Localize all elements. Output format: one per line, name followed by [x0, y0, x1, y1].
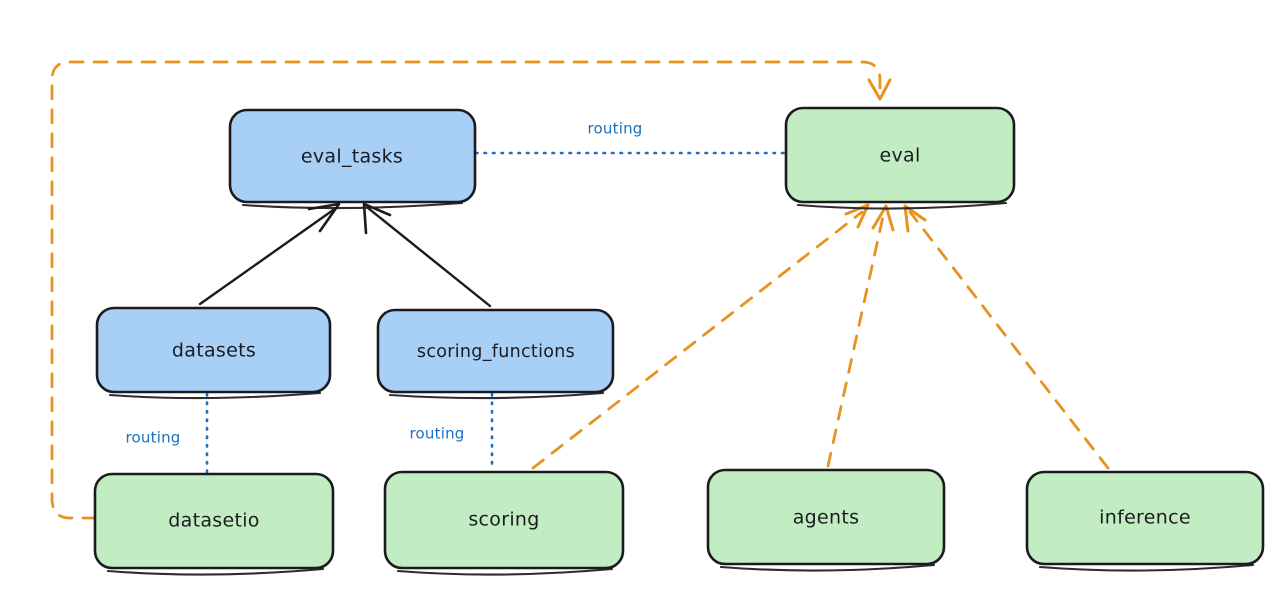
node-eval[interactable]: eval	[784, 106, 1016, 210]
edge-datasetio-to-eval[interactable]	[50, 60, 892, 520]
node-label-eval: eval	[879, 145, 920, 167]
node-datasets[interactable]: datasets	[95, 306, 332, 400]
node-label-datasetio: datasetio	[168, 510, 259, 532]
node-scoring[interactable]: scoring	[383, 470, 625, 576]
node-agents[interactable]: agents	[706, 468, 946, 572]
edge-label-routing-eval_tasks-eval: routing	[588, 120, 643, 138]
node-label-inference: inference	[1099, 507, 1191, 529]
edge-inference-to-eval[interactable]	[903, 204, 1110, 470]
edge-label-routing-datasets-datasetio: routing	[126, 429, 181, 447]
edge-agents-to-eval[interactable]	[826, 204, 895, 468]
node-label-eval_tasks: eval_tasks	[301, 146, 403, 168]
edge-scoring_functions-to-eval_tasks[interactable]	[362, 202, 492, 308]
edge-layer	[50, 60, 1110, 520]
edge-label-routing-scoring_functions-scoring: routing	[410, 425, 465, 443]
node-datasetio[interactable]: datasetio	[93, 472, 335, 576]
node-inference[interactable]: inference	[1025, 470, 1265, 572]
node-layer: eval_tasks eval datasets scoring_functio…	[93, 106, 1265, 576]
node-label-agents: agents	[793, 507, 860, 529]
node-label-scoring: scoring	[468, 509, 539, 531]
edge-scoring-to-eval[interactable]	[531, 203, 870, 470]
node-label-scoring_functions: scoring_functions	[417, 342, 575, 362]
node-scoring_functions[interactable]: scoring_functions	[376, 308, 615, 400]
edge-label-layer: routing routing routing	[126, 120, 643, 447]
node-eval_tasks[interactable]: eval_tasks	[228, 108, 477, 210]
edge-datasets-to-eval_tasks[interactable]	[198, 202, 341, 306]
node-label-datasets: datasets	[172, 340, 256, 362]
